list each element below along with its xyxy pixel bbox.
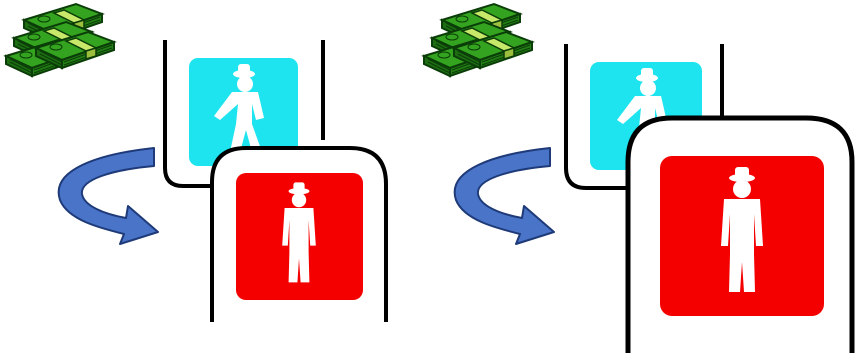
- curved-arrow-icon: [453, 147, 555, 245]
- money-stack-icon: [424, 4, 532, 76]
- curved-arrow-icon: [57, 147, 159, 245]
- walk-signal-frame: [564, 44, 724, 190]
- money-stack-icon: [6, 4, 114, 76]
- scene-a: [6, 4, 388, 322]
- scene-b: [424, 4, 855, 353]
- walk-signal-frame: [163, 40, 325, 188]
